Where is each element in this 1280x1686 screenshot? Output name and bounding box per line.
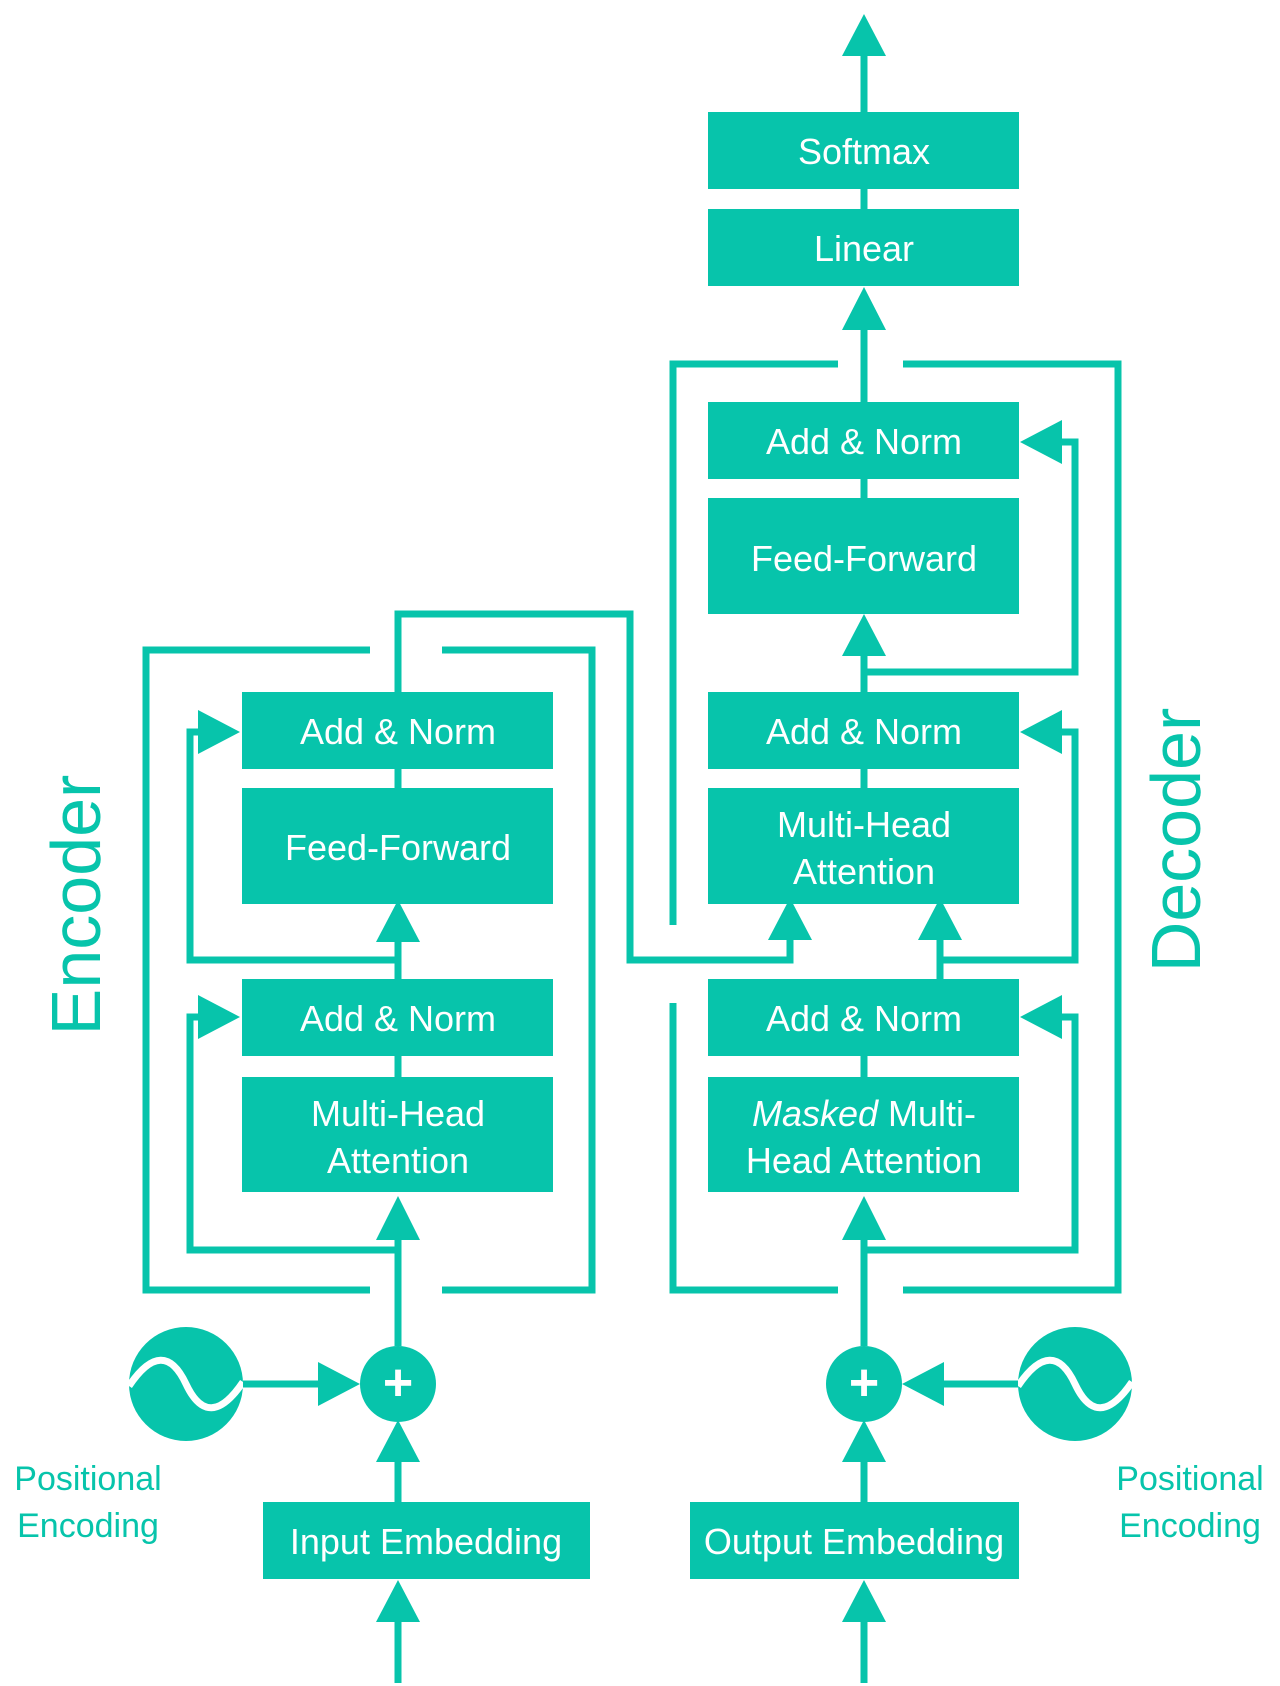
encoder-residual-1	[186, 1013, 398, 1254]
decoder-add-norm-middle-box	[708, 692, 1019, 769]
decoder-masked-attention-box	[708, 1077, 1019, 1192]
plus-sign: +	[383, 1354, 413, 1412]
arrow-head-icon	[1020, 420, 1062, 464]
arrow-head-icon	[842, 1196, 886, 1240]
arrow-head-icon	[842, 14, 886, 56]
decoder-feed-forward-label: Feed-Forward	[751, 538, 977, 579]
decoder-masked-attention-label-line1: Masked Multi-	[752, 1093, 976, 1134]
arrow-head-icon	[376, 1196, 420, 1240]
arrow-head-icon	[842, 614, 886, 656]
plus-circle-icon	[360, 1346, 436, 1422]
sine-wave-icon	[126, 1327, 246, 1441]
arrow-head-icon	[198, 995, 240, 1039]
arrow-head-icon	[768, 898, 812, 940]
decoder-title: Decoder	[1137, 708, 1215, 973]
decoder-masked-attention-label-line2: Head Attention	[746, 1140, 982, 1181]
arrow-head-icon	[842, 287, 886, 330]
arrow-head-icon	[902, 1362, 944, 1406]
plus-sign: +	[849, 1354, 879, 1412]
decoder: Output Embedding + Positional Encoding M…	[669, 14, 1264, 1683]
output-embedding-box	[690, 1502, 1019, 1579]
encoder-stack-outline-right	[442, 646, 596, 1294]
linear-label: Linear	[814, 228, 914, 269]
encoder-positional-label-line1: Positional	[14, 1460, 161, 1498]
arrow-head-icon	[376, 1420, 420, 1462]
decoder-feed-forward-box	[708, 498, 1019, 614]
encoder-feed-forward-label: Feed-Forward	[285, 827, 511, 868]
decoder-add-norm-bottom-label: Add & Norm	[766, 998, 962, 1039]
masked-rest: Multi-	[878, 1093, 976, 1134]
encoder-attention-label-line1: Multi-Head	[311, 1093, 485, 1134]
input-embedding-box	[263, 1502, 590, 1579]
decoder-add-norm-middle-label: Add & Norm	[766, 711, 962, 752]
decoder-residual-2	[940, 728, 1079, 964]
softmax-label: Softmax	[798, 131, 930, 172]
arrow-head-icon	[376, 900, 420, 942]
encoder-feed-forward-box	[242, 788, 553, 904]
decoder-attention-box	[708, 788, 1019, 904]
arrow-head-icon	[1020, 710, 1062, 754]
plus-circle-icon	[826, 1346, 902, 1422]
encoder-add-norm-bottom-box	[242, 979, 553, 1056]
output-embedding-label: Output Embedding	[704, 1521, 1004, 1562]
arrow-head-icon	[918, 898, 962, 940]
decoder-stack-outline-right	[903, 360, 1122, 1294]
encoder-attention-box	[242, 1077, 553, 1192]
arrow-head-icon	[376, 1580, 420, 1622]
softmax-box	[708, 112, 1019, 189]
encoder-residual-2	[186, 728, 398, 964]
encoder-title: Encoder	[37, 775, 115, 1036]
encoder-stack-outline-left	[142, 646, 370, 1294]
decoder-positional-label-line1: Positional	[1116, 1460, 1263, 1498]
decoder-stack-outline-left	[669, 1003, 838, 1294]
arrow-head-icon	[842, 1580, 886, 1622]
encoder-output-line	[394, 610, 794, 964]
input-embedding-label: Input Embedding	[290, 1521, 562, 1562]
decoder-residual-1	[864, 1013, 1079, 1254]
arrow-head-icon	[1020, 995, 1062, 1039]
decoder-residual-3	[864, 438, 1079, 676]
encoder-attention-label-line2: Attention	[327, 1140, 469, 1181]
encoder: Input Embedding + Positional Encoding Mu…	[14, 610, 812, 1683]
encoder-add-norm-bottom-label: Add & Norm	[300, 998, 496, 1039]
decoder-add-norm-top-label: Add & Norm	[766, 421, 962, 462]
decoder-attention-label-line2: Attention	[793, 851, 935, 892]
sine-wave-icon	[1015, 1327, 1135, 1441]
arrow-head-icon	[198, 710, 240, 754]
masked-word: Masked	[752, 1093, 879, 1134]
decoder-add-norm-top-box	[708, 402, 1019, 479]
arrow-head-icon	[318, 1362, 360, 1406]
decoder-attention-label-line1: Multi-Head	[777, 804, 951, 845]
decoder-positional-label-line2: Encoding	[1119, 1507, 1261, 1545]
encoder-positional-label-line2: Encoding	[17, 1507, 159, 1545]
arrow-head-icon	[842, 1420, 886, 1462]
encoder-add-norm-top-box	[242, 692, 553, 769]
decoder-add-norm-bottom-box	[708, 979, 1019, 1056]
encoder-add-norm-top-label: Add & Norm	[300, 711, 496, 752]
decoder-stack-outline-left-upper	[669, 360, 838, 925]
linear-box	[708, 209, 1019, 286]
